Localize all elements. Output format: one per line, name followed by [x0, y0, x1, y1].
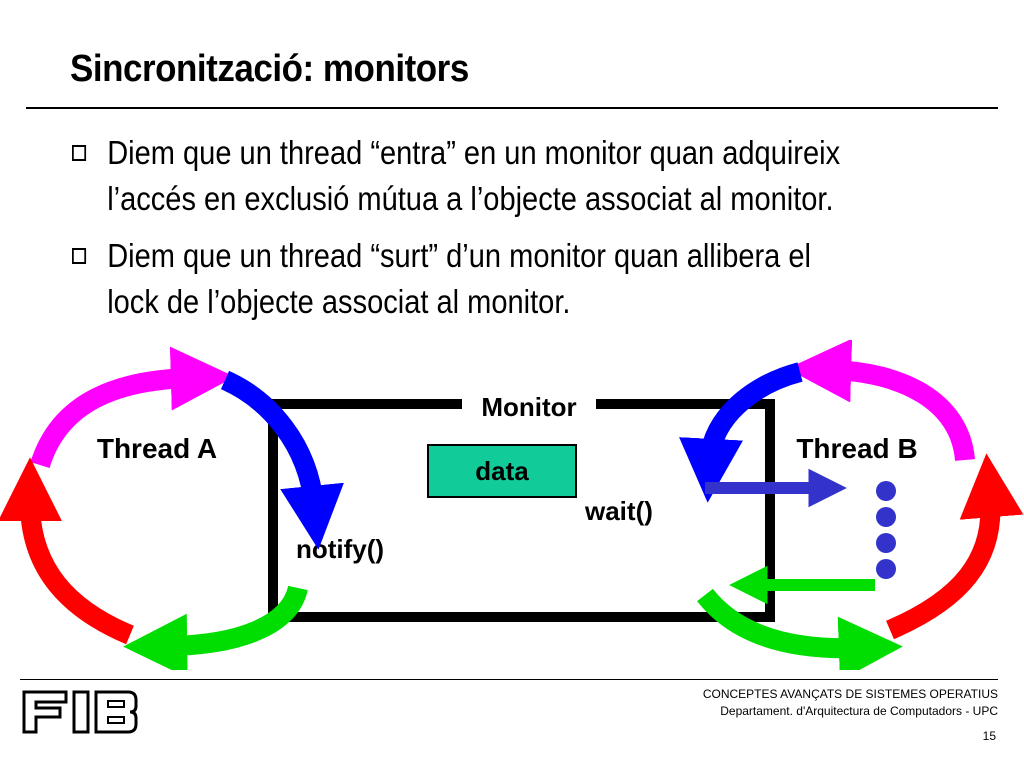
wait-label: wait() [584, 496, 653, 526]
notify-label: notify() [296, 534, 384, 564]
wait-queue-dot [876, 481, 896, 501]
bullet-square-icon [72, 145, 87, 161]
fib-logo [22, 690, 138, 734]
footer-divider [20, 679, 998, 680]
thread-b-red-arrow [886, 453, 1024, 640]
thread-b-blue-arrow [679, 362, 803, 503]
monitor-label-gap [462, 390, 596, 420]
bullet-text: Diem que un thread “entra” en un monitor… [107, 134, 841, 217]
thread-b-green-arrow [697, 588, 903, 670]
thread-a-label: Thread A [97, 433, 217, 464]
bullet-text: Diem que un thread “surt” d’un monitor q… [107, 237, 812, 320]
monitor-box [268, 399, 775, 622]
bullet-square-icon [72, 248, 87, 264]
data-box [427, 444, 577, 498]
thread-b-magenta-arrow [787, 340, 975, 462]
page-number: 15 [982, 729, 996, 743]
wait-queue-dot [876, 533, 896, 553]
thread-a-green-arrow [123, 585, 308, 670]
thread-b-label: Thread B [796, 433, 917, 464]
slide-title: Sincronització: monitors [70, 48, 469, 90]
data-label: data [475, 456, 529, 486]
footer-course: CONCEPTES AVANÇATS DE SISTEMES OPERATIUS [702, 687, 998, 701]
thread-a-red-arrow [0, 457, 134, 645]
thread-a-magenta-arrow [30, 346, 235, 469]
wait-queue-dot [876, 507, 896, 527]
bullet-item: Diem que un thread “entra” en un monitor… [72, 130, 864, 222]
thread-a-blue-arrow [220, 370, 344, 550]
monitor-label: Monitor [481, 392, 576, 422]
wait-queue-dot [876, 559, 896, 579]
footer-department: Departament. d'Arquitectura de Computado… [720, 704, 998, 718]
bullet-item: Diem que un thread “surt” d’un monitor q… [72, 233, 864, 325]
monitor-diagram: Monitor data Thread A Thread B notify() … [0, 340, 1024, 670]
title-divider [26, 107, 998, 109]
